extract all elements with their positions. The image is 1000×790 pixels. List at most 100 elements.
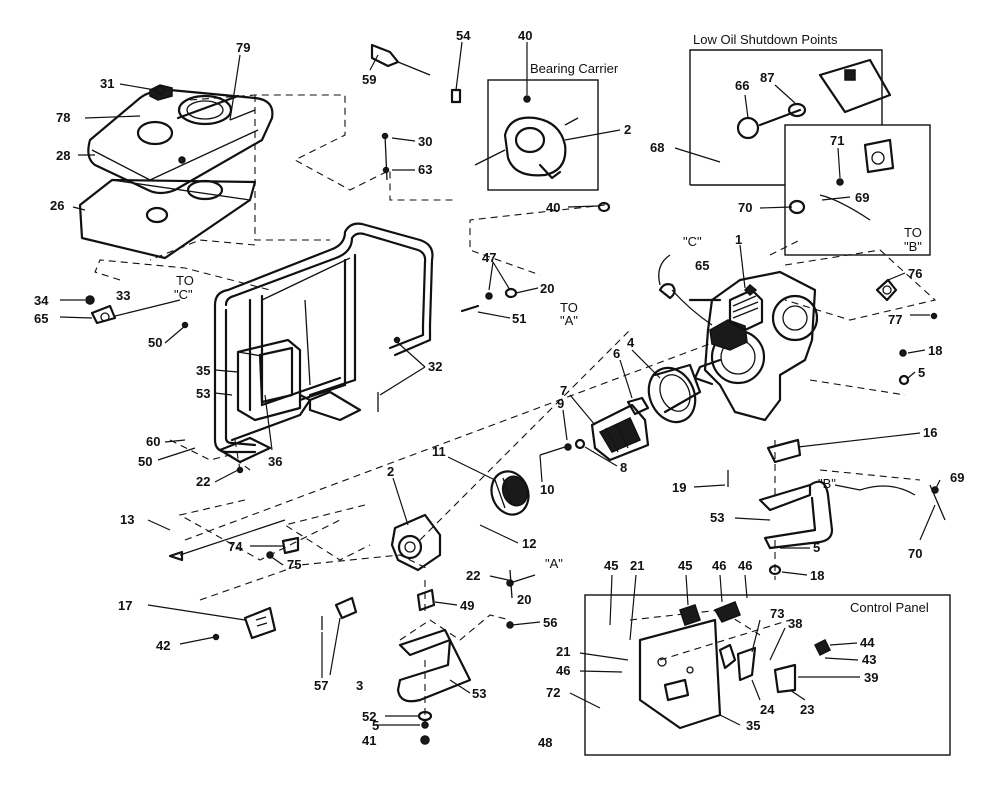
callout-50-top: 50: [148, 335, 162, 350]
callout-53-left-foot: 53: [472, 686, 486, 701]
callout-11: 11: [432, 444, 446, 459]
callout-8: 8: [620, 460, 627, 475]
callout-42: 42: [156, 638, 170, 653]
frame-tube: [213, 222, 434, 464]
callout-60: 60: [146, 434, 160, 449]
callout-52: 52: [362, 709, 376, 724]
callout-39: 39: [864, 670, 878, 685]
callout-69-foot: 69: [950, 470, 964, 485]
callout-18-top: 18: [928, 343, 942, 358]
small-fasteners: [85, 43, 946, 745]
callout-4: 4: [627, 335, 635, 350]
callout-28: 28: [56, 148, 70, 163]
callout-35-panel: 35: [746, 718, 760, 733]
callout-19: 19: [672, 480, 686, 495]
callout-2-housing: 2: [387, 464, 394, 479]
callout-22-center: 22: [466, 568, 480, 583]
label-to-b-1: TO: [904, 225, 922, 240]
callout-40-bottom: 40: [546, 200, 560, 215]
callout-70-foot: 70: [908, 546, 922, 561]
label-c-engine: "C": [683, 234, 702, 249]
callout-5-bottom: 5: [372, 718, 379, 733]
callout-20-top: 20: [540, 281, 554, 296]
callout-46-b: 46: [738, 558, 752, 573]
callout-6: 6: [613, 346, 620, 361]
callout-34: 34: [34, 293, 49, 308]
stator-ring: [647, 363, 702, 424]
low-oil-shutdown-title: Low Oil Shutdown Points: [693, 32, 838, 47]
callout-30: 30: [418, 134, 432, 149]
callout-21-top: 21: [630, 558, 644, 573]
callout-73: 73: [770, 606, 784, 621]
callout-45-left: 45: [604, 558, 618, 573]
callout-36: 36: [268, 454, 282, 469]
label-b-foot: "B": [818, 476, 836, 491]
control-panel-box: [584, 594, 951, 756]
callout-7: 7: [560, 383, 567, 398]
callout-59: 59: [362, 72, 376, 87]
callout-16: 16: [923, 425, 937, 440]
callout-9: 9: [557, 396, 564, 411]
callout-53-foot: 53: [710, 510, 724, 525]
tank-support-plate: [78, 178, 257, 260]
callout-50-bottom: 50: [138, 454, 152, 469]
callout-68: 68: [650, 140, 664, 155]
end-bell-housing: [390, 513, 442, 572]
callout-65-engine: 65: [695, 258, 709, 273]
callout-44: 44: [860, 635, 875, 650]
control-panel-title: Control Panel: [850, 600, 929, 615]
engine-assembly: [688, 270, 819, 422]
callout-75: 75: [287, 557, 301, 572]
label-to-c-1: TO: [176, 273, 194, 288]
leader-lines: [59, 41, 941, 726]
callout-47: 47: [482, 250, 496, 265]
callout-69-lowoil: 69: [855, 190, 869, 205]
callout-70-lowoil: 70: [738, 200, 752, 215]
bearing-carrier-box: [487, 79, 599, 191]
low-oil-sensor-parts: [736, 58, 895, 221]
callout-49: 49: [460, 598, 474, 613]
callout-41: 41: [362, 733, 376, 748]
callout-5-top: 5: [918, 365, 925, 380]
callout-74: 74: [228, 539, 243, 554]
callout-22-frame: 22: [196, 474, 210, 489]
callout-5-foot: 5: [813, 540, 820, 555]
label-a-center: "A": [545, 556, 563, 571]
callout-23: 23: [800, 702, 814, 717]
callout-76: 76: [908, 266, 922, 281]
bearing-carrier-part: [474, 116, 579, 180]
callout-numbers: 31 79 78 28 26 54 40 59 2 30 63 40 66 87…: [34, 28, 964, 750]
callout-54: 54: [456, 28, 471, 43]
callout-3: 3: [356, 678, 363, 693]
mounting-foot-left: [396, 628, 472, 703]
callout-38: 38: [788, 616, 802, 631]
callout-43: 43: [862, 652, 876, 667]
callout-79: 79: [236, 40, 250, 55]
callout-56: 56: [543, 615, 557, 630]
bearing-carrier-title: Bearing Carrier: [530, 61, 619, 76]
cooling-fan: [490, 470, 530, 516]
callout-57: 57: [314, 678, 328, 693]
callout-46-left: 46: [556, 663, 570, 678]
callout-17: 17: [118, 598, 132, 613]
label-to-c-2: "C": [174, 287, 193, 302]
callout-72: 72: [546, 685, 560, 700]
control-panel-plate: [638, 601, 832, 730]
callout-33: 33: [116, 288, 130, 303]
callout-53-frame: 53: [196, 386, 210, 401]
callout-66: 66: [735, 78, 749, 93]
rotor-assembly: [590, 396, 650, 462]
callout-78: 78: [56, 110, 70, 125]
callout-65-left: 65: [34, 311, 48, 326]
callout-40-top: 40: [518, 28, 532, 43]
callout-24: 24: [760, 702, 775, 717]
callout-87: 87: [760, 70, 774, 85]
label-to-a-2: "A": [560, 313, 578, 328]
control-box-housing: [236, 338, 302, 422]
fuel-tank: [87, 84, 274, 195]
callout-63: 63: [418, 162, 432, 177]
callout-18-foot: 18: [810, 568, 824, 583]
callout-77: 77: [888, 312, 902, 327]
